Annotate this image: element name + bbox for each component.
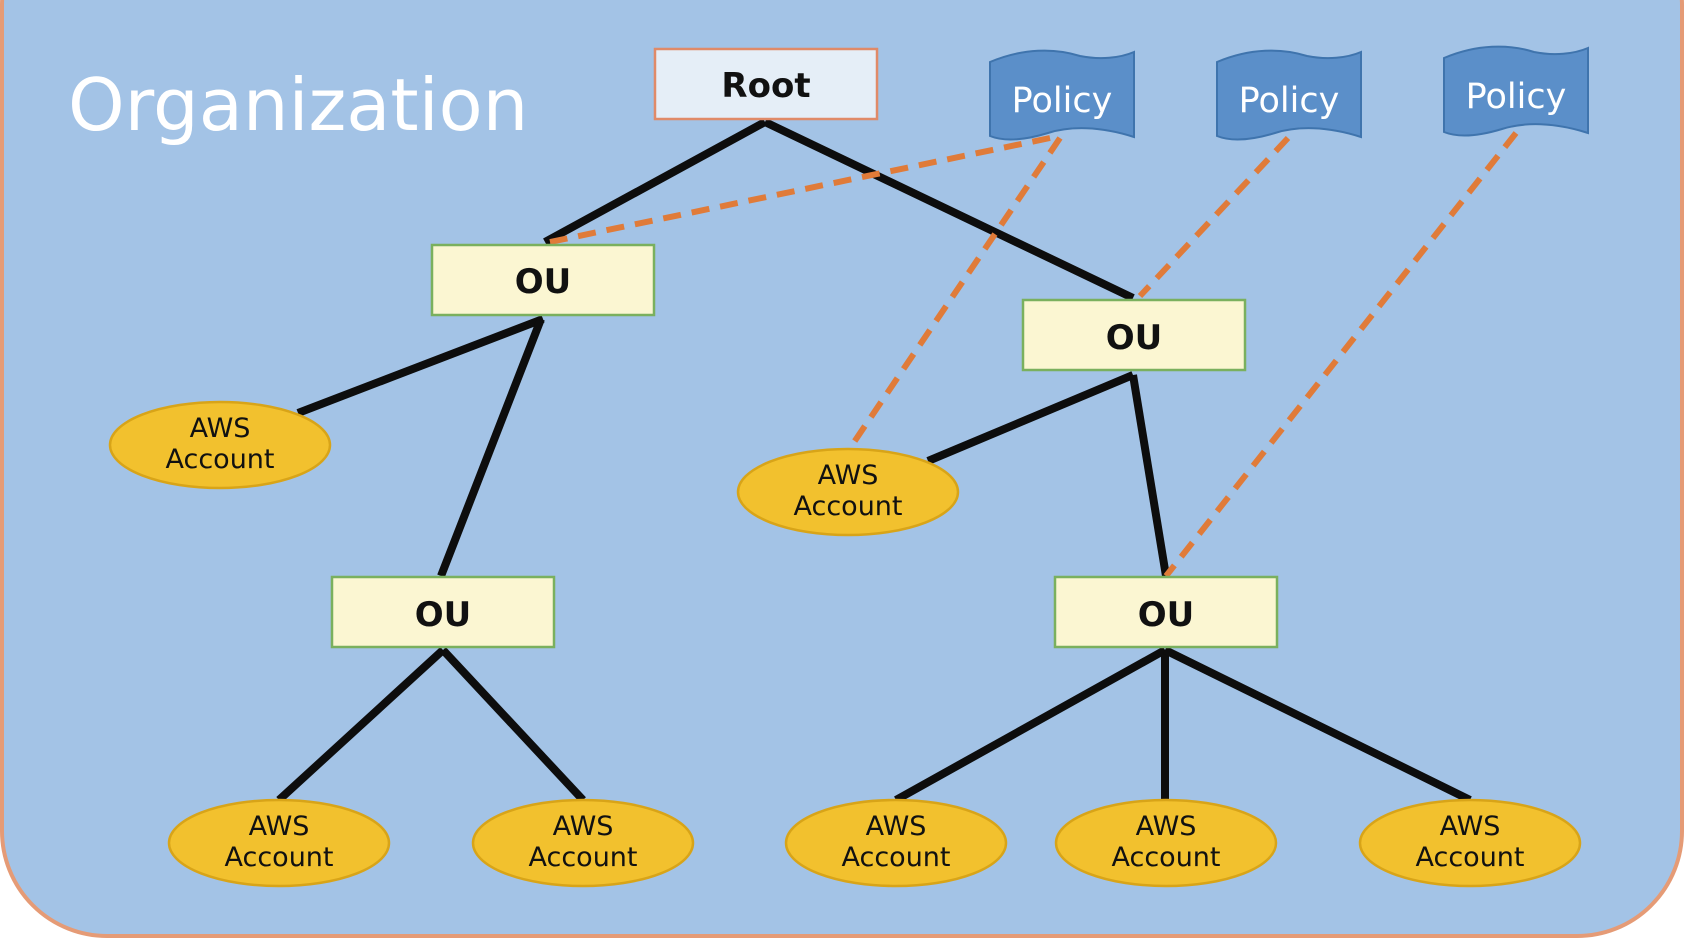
ou-label: OU [515,262,572,302]
account-label-line1: AWS [190,413,251,444]
connector-ou1-ou3 [437,317,545,578]
account-ellipse [784,798,1008,888]
account-ellipse [471,798,695,888]
aws-account-node[interactable]: AWS Account [736,447,960,537]
policy3-to-ou4 [1163,131,1519,578]
account-label-line1: AWS [818,460,879,491]
ou-box [1021,298,1247,372]
account-label-line1: AWS [249,811,310,842]
connector-ou1-account1 [296,315,545,417]
account-label-line1: AWS [1440,811,1501,842]
aws-account-node[interactable]: AWS Account [108,400,332,490]
aws-account-node[interactable]: AWS Account [1054,798,1278,888]
connector-root-ou2 [763,118,1135,302]
organization-title: Organization [68,63,528,147]
ou-node[interactable]: OU [1021,298,1247,372]
account-label-line2: Account [528,842,637,873]
ou-box [430,243,656,317]
ou-label: OU [415,595,472,635]
connector-ou2-ou4 [1129,374,1170,577]
ou-box [330,575,556,649]
ou-label: OU [1106,318,1163,358]
root-node[interactable]: Root [653,47,879,121]
account-label-line1: AWS [1136,811,1197,842]
policy-label: Policy [1012,81,1113,121]
connector-ou4-account5 [894,646,1167,804]
ou-node[interactable]: OU [430,243,656,317]
aws-account-node[interactable]: AWS Account [1358,798,1582,888]
account-ellipse [1054,798,1278,888]
account-label-line2: Account [1111,842,1220,873]
connector-ou2-account2 [926,371,1135,465]
ou-label: OU [1138,595,1195,635]
root-label: Root [721,66,810,106]
policy-flag-icon [1443,45,1589,137]
policy-node[interactable]: Policy [1443,45,1589,137]
account-label-line1: AWS [553,811,614,842]
account-ellipse [736,447,960,537]
aws-account-node[interactable]: AWS Account [471,798,695,888]
connector-ou4-account7 [1163,646,1472,804]
connector-root-ou1 [543,118,767,246]
account-ellipse [1358,798,1582,888]
policy-attachments [549,131,1519,578]
policy-flag-icon [989,49,1135,141]
account-label-line2: Account [793,491,902,522]
policy-node[interactable]: Policy [1216,49,1362,141]
account-ellipse [108,400,332,490]
account-label-line2: Account [165,444,274,475]
policy1-to-account2 [847,136,1063,450]
account-label-line2: Account [1415,842,1524,873]
aws-account-node[interactable]: AWS Account [167,798,391,888]
ou-box [1053,575,1279,649]
policy2-to-ou2 [1137,135,1291,299]
policy-label: Policy [1466,77,1567,117]
account-label-line2: Account [224,842,333,873]
account-label-line1: AWS [866,811,927,842]
policy-node[interactable]: Policy [989,49,1135,141]
ou-node[interactable]: OU [1053,575,1279,649]
policy-flag-icon [1216,49,1362,141]
ou-node[interactable]: OU [330,575,556,649]
connector-ou3-account4 [440,647,586,803]
aws-account-node[interactable]: AWS Account [784,798,1008,888]
account-label-line2: Account [841,842,950,873]
connector-ou3-account3 [276,647,446,803]
tree-connectors [276,118,1472,804]
root-box [653,47,879,121]
policy-label: Policy [1239,81,1340,121]
account-ellipse [167,798,391,888]
